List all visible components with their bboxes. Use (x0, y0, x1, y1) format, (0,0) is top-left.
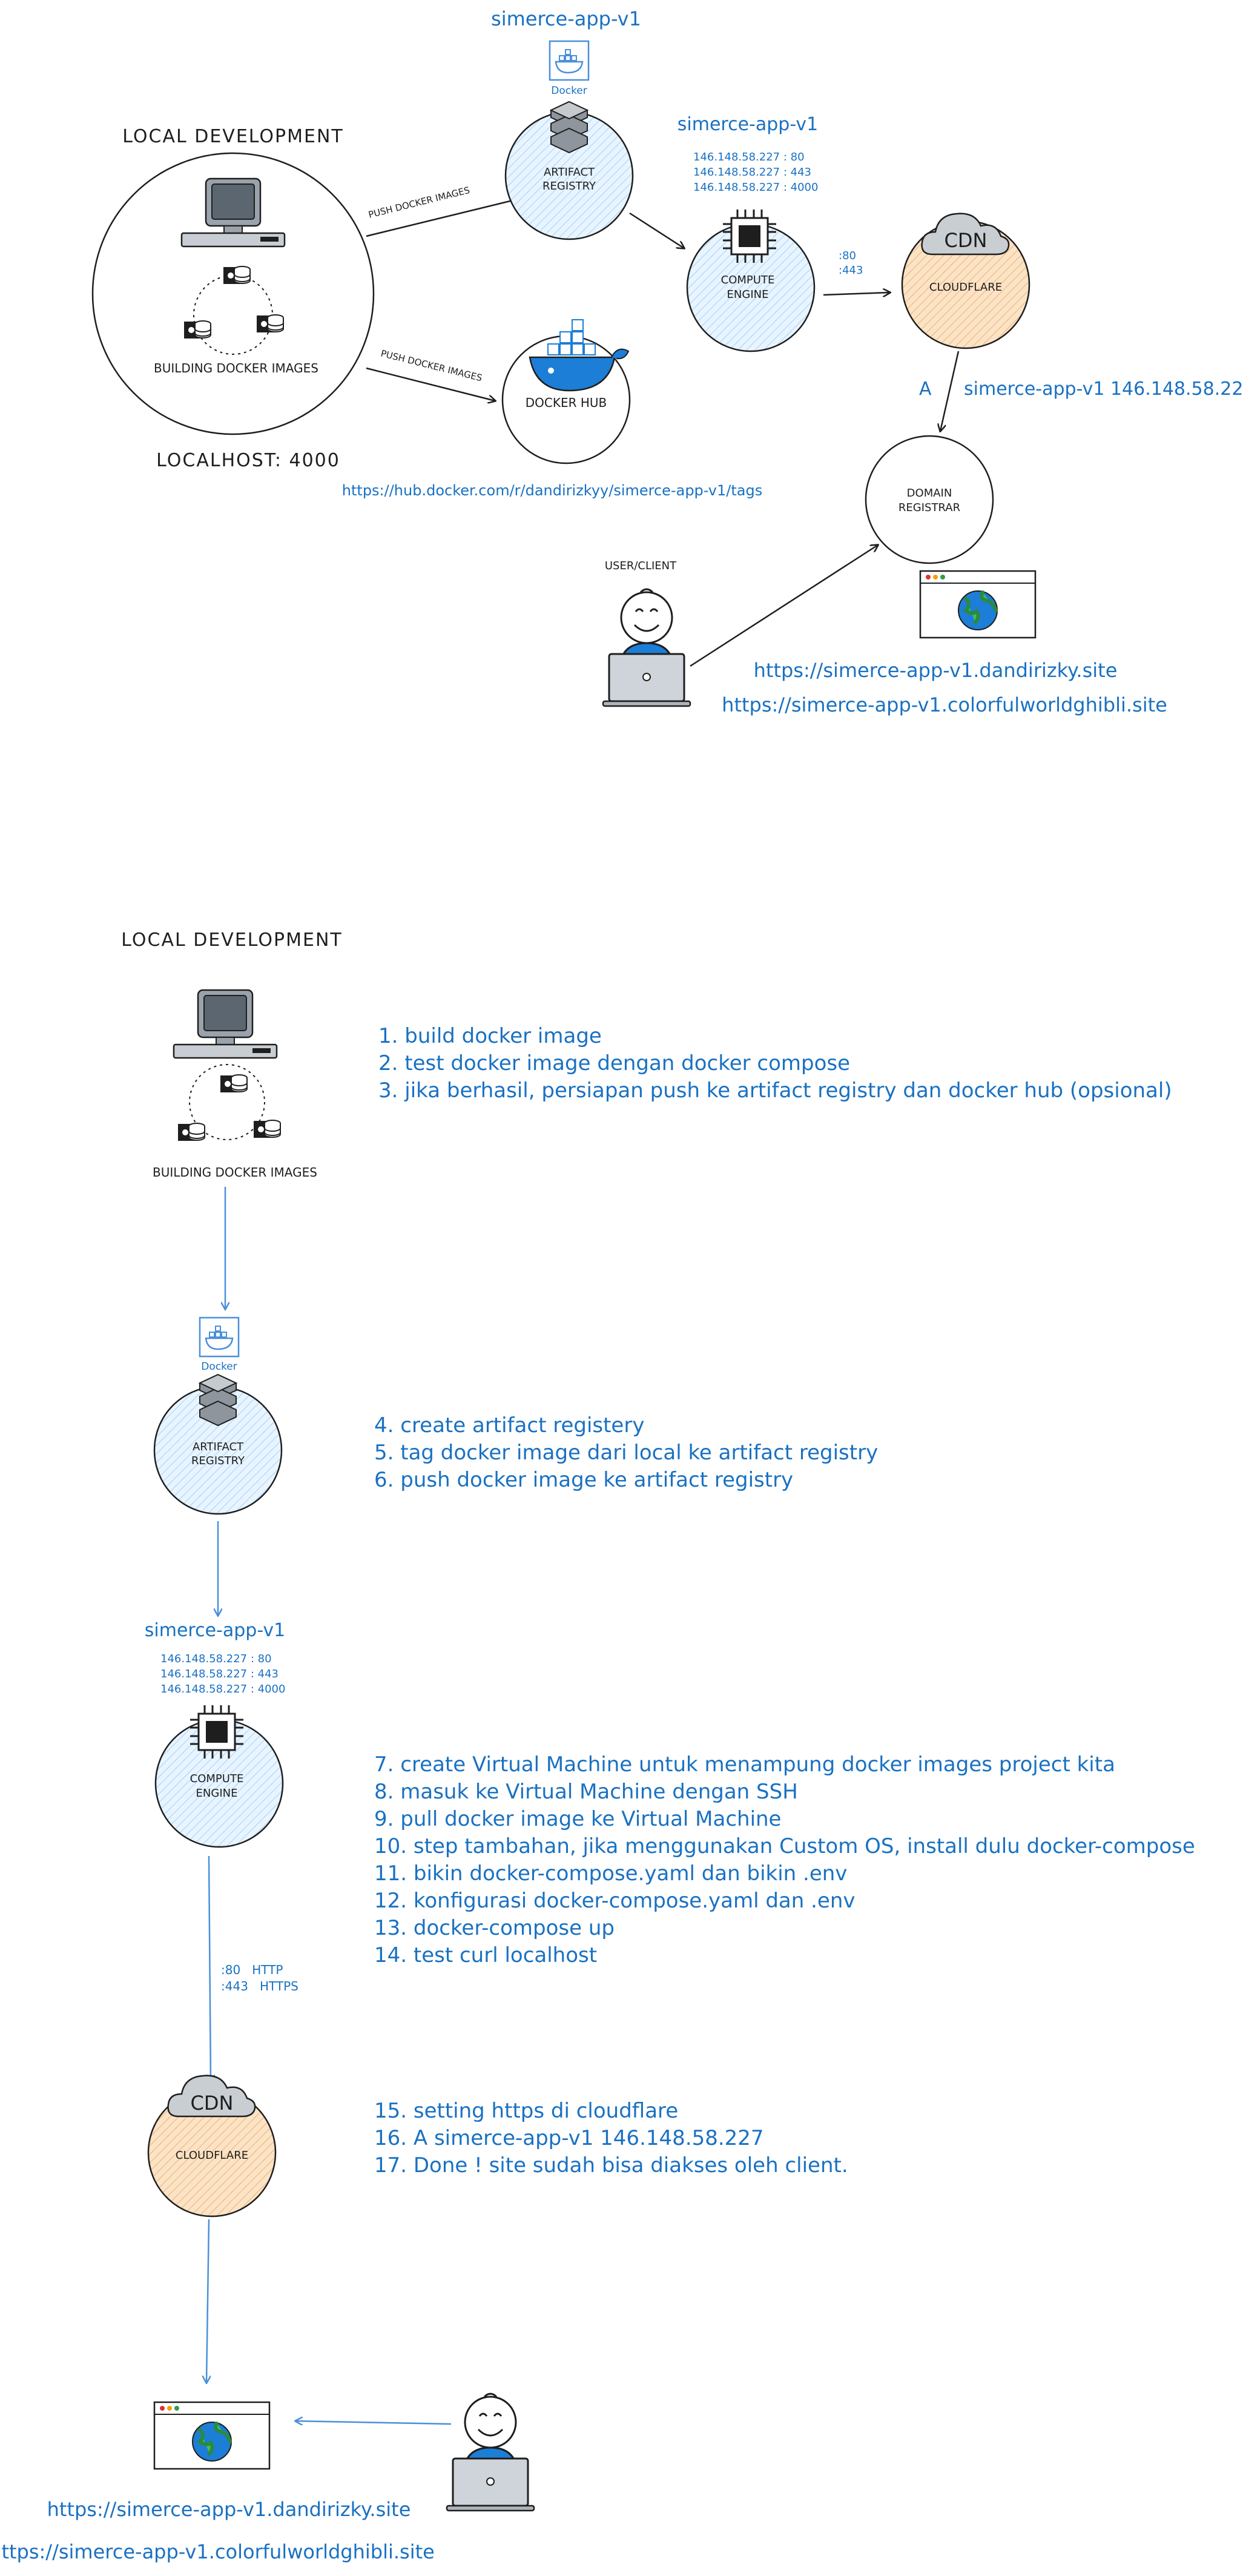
top-user-label: USER/CLIENT (605, 560, 677, 572)
top-domain-label-1: DOMAIN (907, 487, 952, 500)
user-laptop-icon (446, 2393, 535, 2512)
step-7: 7. create Virtual Machine untuk menampun… (374, 1752, 1115, 1777)
push-arrow-hub (366, 367, 495, 401)
step-9: 9. pull docker image ke Virtual Machine (374, 1807, 781, 1831)
top-hub-label: DOCKER HUB (526, 395, 607, 410)
arrow-artifact-compute (629, 212, 684, 248)
steps-group-1: 1. build docker image 2. test docker ima… (378, 1024, 1172, 1103)
docker-whale-icon (529, 319, 630, 392)
bottom-port-http: :80 HTTP (221, 1963, 283, 1977)
arrow-compute-cloudflare-2 (209, 1855, 211, 2082)
top-push-label-2: PUSH DOCKER IMAGES (380, 348, 483, 383)
top-artifact-label-1: ARTIFACT (544, 166, 595, 179)
top-local-title: LOCAL DEVELOPMENT (122, 126, 343, 147)
top-artifact-title: simerce-app-v1 (491, 7, 641, 30)
user-laptop-icon (602, 588, 691, 707)
bottom-site-url-2[interactable]: https://simerce-app-v1.colorfulworldghib… (0, 2540, 435, 2563)
top-localhost-label: LOCALHOST: 4000 (156, 450, 340, 471)
bottom-artifact-label-2: REGISTRY (191, 1455, 245, 1467)
computer-icon (173, 989, 278, 1059)
bottom-cloudflare-label: CLOUDFLARE (176, 2149, 248, 2162)
step-11: 11. bikin docker-compose.yaml dan bikin … (374, 1861, 847, 1886)
top-compute-port-2: 146.148.58.227 : 443 (693, 166, 811, 179)
top-compute-port-1: 146.148.58.227 : 80 (693, 151, 805, 163)
top-local-circle (91, 152, 375, 435)
arrow-cloudflare-domain (940, 351, 960, 431)
bottom-port-https: :443 HTTPS (221, 1979, 298, 1993)
top-port-80: :80 (839, 249, 856, 262)
top-a-letter: A (919, 378, 932, 400)
bottom-compute-port-3: 146.148.58.227 : 4000 (160, 1683, 285, 1696)
step-16: 16. A simerce-app-v1 146.148.58.227 (374, 2126, 764, 2150)
bottom-site-url-1[interactable]: https://simerce-app-v1.dandirizky.site (47, 2498, 411, 2521)
top-docker-label: Docker (551, 85, 587, 97)
top-compute-port-3: 146.148.58.227 : 4000 (693, 181, 818, 194)
browser-globe-icon (154, 2402, 269, 2469)
bottom-local-title: LOCAL DEVELOPMENT (121, 930, 342, 951)
arrow-user-domain (690, 545, 878, 667)
docker-logo-icon (549, 40, 590, 81)
bottom-building-label: BUILDING DOCKER IMAGES (153, 1165, 317, 1180)
chip-icon (189, 1704, 245, 1760)
top-building-label: BUILDING DOCKER IMAGES (154, 361, 318, 375)
step-8: 8. masuk ke Virtual Machine dengan SSH (374, 1780, 798, 1804)
browser-globe-icon (920, 571, 1035, 638)
top-compute-label-2: ENGINE (727, 288, 769, 301)
steps-group-3: 7. create Virtual Machine untuk menampun… (374, 1752, 1195, 1967)
bottom-compute-label-1: COMPUTE (190, 1772, 244, 1785)
steps-group-4: 15. setting https di cloudflare 16. A si… (374, 2099, 848, 2178)
step-5: 5. tag docker image dari local ke artifa… (374, 1441, 878, 1465)
top-cdn-label: CDN (945, 229, 987, 252)
top-compute-label-1: COMPUTE (721, 274, 775, 286)
steps-group-2: 4. create artifact registery 5. tag dock… (374, 1413, 878, 1492)
step-10: 10. step tambahan, jika menggunakan Cust… (374, 1834, 1195, 1858)
step-3: 3. jika berhasil, persiapan push ke arti… (378, 1078, 1172, 1103)
step-13: 13. docker-compose up (374, 1916, 615, 1940)
bottom-artifact-label-1: ARTIFACT (193, 1441, 244, 1453)
step-15: 15. setting https di cloudflare (374, 2099, 678, 2123)
step-17: 17. Done ! site sudah bisa diakses oleh … (374, 2153, 848, 2178)
top-port-443: :443 (839, 264, 863, 277)
arrow-compute-cloudflare (823, 292, 890, 295)
step-4: 4. create artifact registery (374, 1413, 644, 1438)
step-2: 2. test docker image dengan docker compo… (378, 1051, 850, 1075)
docker-image-icon (177, 1123, 205, 1141)
bottom-compute-title: simerce-app-v1 (145, 1620, 285, 1641)
docker-image-icon (220, 1074, 248, 1093)
docker-image-icon (253, 1120, 281, 1138)
docker-image-icon (223, 266, 251, 285)
top-domain-label-2: REGISTRAR (898, 501, 960, 514)
docker-image-icon (256, 314, 284, 333)
top-site-url-2[interactable]: https://simerce-app-v1.colorfulworldghib… (722, 693, 1167, 716)
top-compute-title: simerce-app-v1 (678, 114, 818, 135)
top-hub-url[interactable]: https://hub.docker.com/r/dandirizkyy/sim… (342, 482, 762, 499)
top-domain-circle (865, 435, 994, 564)
top-cloudflare-label: CLOUDFLARE (929, 281, 1002, 294)
arrow-cloudflare-browser (206, 2219, 209, 2383)
chip-icon (722, 208, 777, 264)
step-6: 6. push docker image ke artifact registr… (374, 1468, 793, 1492)
bottom-cdn-label: CDN (191, 2092, 234, 2115)
step-1: 1. build docker image (378, 1024, 602, 1048)
top-site-url-1[interactable]: https://simerce-app-v1.dandirizky.site (754, 659, 1118, 682)
step-14: 14. test curl localhost (374, 1943, 597, 1967)
arrow-user-browser (295, 2421, 452, 2424)
docker-logo-icon (199, 1316, 240, 1358)
bottom-docker-label: Docker (201, 1361, 237, 1373)
bottom-compute-port-1: 146.148.58.227 : 80 (160, 1653, 272, 1665)
top-artifact-label-2: REGISTRY (542, 180, 596, 193)
top-a-record: simerce-app-v1 146.148.58.227 (964, 378, 1243, 400)
docker-image-icon (183, 320, 211, 339)
step-12: 12. konfigurasi docker-compose.yaml dan … (374, 1889, 856, 1913)
bottom-compute-port-2: 146.148.58.227 : 443 (160, 1668, 279, 1680)
server-stack-icon (199, 1374, 237, 1426)
server-stack-icon (550, 101, 588, 153)
bottom-compute-label-2: ENGINE (196, 1787, 238, 1800)
